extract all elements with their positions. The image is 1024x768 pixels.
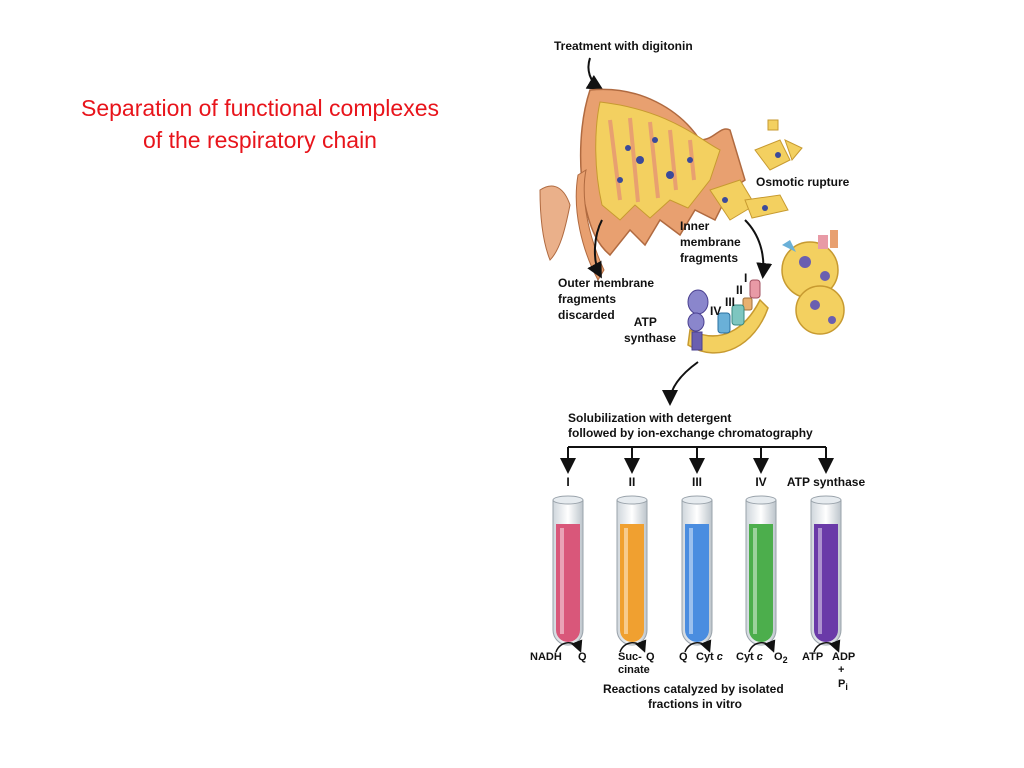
test-tube xyxy=(681,495,713,646)
reaction-p: P xyxy=(838,678,845,690)
title-line-1: Separation of functional complexes xyxy=(81,95,439,121)
tube-rim xyxy=(681,495,713,505)
fraction-label-iii: III xyxy=(692,475,702,489)
tube-highlight xyxy=(624,528,628,634)
complex-label-ii: II xyxy=(736,283,743,297)
tube-highlight xyxy=(753,528,757,634)
fraction-label-iv: IV xyxy=(755,475,766,489)
reaction-q-3: Q xyxy=(679,651,688,663)
reaction-cytc-2: Cyt c xyxy=(736,651,763,663)
complex-labels: I II III IV xyxy=(710,271,747,318)
reaction-c-2: c xyxy=(757,651,763,663)
outer-line-3: discarded xyxy=(558,308,615,322)
reaction-o2: O2 xyxy=(774,651,788,665)
reaction-q-2: Q xyxy=(646,651,655,663)
tube-highlight xyxy=(689,528,693,634)
complex-label-iv: IV xyxy=(710,304,721,318)
fraction-labels: I II III IV ATP synthase xyxy=(566,475,865,489)
atp-synthase-label: ATP synthase xyxy=(624,315,676,345)
outer-membrane-arrow xyxy=(587,219,603,279)
reaction-labels: NADH Q Suc- cinate Q Q Cyt c Cyt c O2 AT… xyxy=(530,651,855,692)
test-tube xyxy=(810,495,842,646)
inner-line-1: Inner xyxy=(680,219,710,233)
inner-membrane-arrow xyxy=(744,219,773,279)
test-tube xyxy=(745,495,777,646)
reaction-nadh: NADH xyxy=(530,651,562,663)
reaction-succinate-2: cinate xyxy=(618,664,650,676)
inner-line-3: fragments xyxy=(680,251,738,265)
tube-liquid xyxy=(685,524,709,642)
reaction-plus: + xyxy=(838,664,844,676)
reaction-p-sub: i xyxy=(845,682,848,692)
reaction-pi: Pi xyxy=(838,678,848,692)
fraction-label-ii: II xyxy=(629,475,636,489)
tube-highlight xyxy=(818,528,822,634)
tube-highlight xyxy=(560,528,564,634)
atp-synthase-line-2: synthase xyxy=(624,331,676,345)
treatment-label: Treatment with digitonin xyxy=(554,39,693,53)
test-tube xyxy=(616,495,648,646)
fraction-label-i: I xyxy=(566,475,569,489)
solubilization-label: Solubilization with detergent followed b… xyxy=(568,411,813,440)
solubilization-line-1: Solubilization with detergent xyxy=(568,411,731,425)
reaction-o: O xyxy=(774,651,783,663)
osmotic-rupture-label: Osmotic rupture xyxy=(756,175,850,189)
complex-label-i: I xyxy=(744,271,747,285)
treatment-arrow xyxy=(585,57,604,91)
reaction-c-1: c xyxy=(717,651,723,663)
inner-line-2: membrane xyxy=(680,235,741,249)
tube-rim xyxy=(745,495,777,505)
scattered-fragments xyxy=(709,119,803,221)
respiratory-chain-figure: Treatment with digitonin Osmotic rupture xyxy=(530,39,865,711)
title-line-2: of the respiratory chain xyxy=(143,127,377,153)
membrane-vesicles xyxy=(781,230,845,335)
atp-synthase-line-1: ATP xyxy=(634,315,657,329)
caption-line-2: fractions in vitro xyxy=(648,697,742,711)
outer-line-2: fragments xyxy=(558,292,616,306)
reaction-cyt-1: Cyt xyxy=(696,651,714,663)
outer-line-1: Outer membrane xyxy=(558,276,654,290)
tube-rim xyxy=(616,495,648,505)
reaction-cyt-2: Cyt xyxy=(736,651,754,663)
tube-rim xyxy=(810,495,842,505)
test-tube xyxy=(552,495,584,646)
tube-rim xyxy=(552,495,584,505)
inner-membrane-label: Inner membrane fragments xyxy=(680,219,744,265)
reaction-atp: ATP xyxy=(802,651,823,663)
tube-liquid xyxy=(814,524,838,642)
inner-membrane-fragment xyxy=(687,279,769,354)
reaction-adp: ADP xyxy=(832,651,855,663)
reaction-o-sub: 2 xyxy=(783,655,788,665)
reaction-succinate-1: Suc- xyxy=(618,651,642,663)
page-title: Separation of functional complexes of th… xyxy=(20,92,500,156)
mitochondrion-illustration xyxy=(539,88,746,282)
reactions-caption: Reactions catalyzed by isolated fraction… xyxy=(603,682,787,711)
tube-liquid xyxy=(749,524,773,642)
tube-liquid xyxy=(620,524,644,642)
outer-membrane-label: Outer membrane fragments discarded xyxy=(558,276,657,322)
caption-line-1: Reactions catalyzed by isolated xyxy=(603,682,784,696)
fraction-branch-lines xyxy=(560,446,834,474)
complex-label-iii: III xyxy=(725,295,735,309)
solubilization-arrow xyxy=(662,361,699,406)
reaction-arrows xyxy=(555,639,841,653)
fraction-label-atp-synthase: ATP synthase xyxy=(787,475,866,489)
reaction-q-1: Q xyxy=(578,651,587,663)
solubilization-line-2: followed by ion-exchange chromatography xyxy=(568,426,813,440)
test-tubes xyxy=(552,495,842,646)
reaction-cytc-1: Cyt c xyxy=(696,651,723,663)
tube-liquid xyxy=(556,524,580,642)
